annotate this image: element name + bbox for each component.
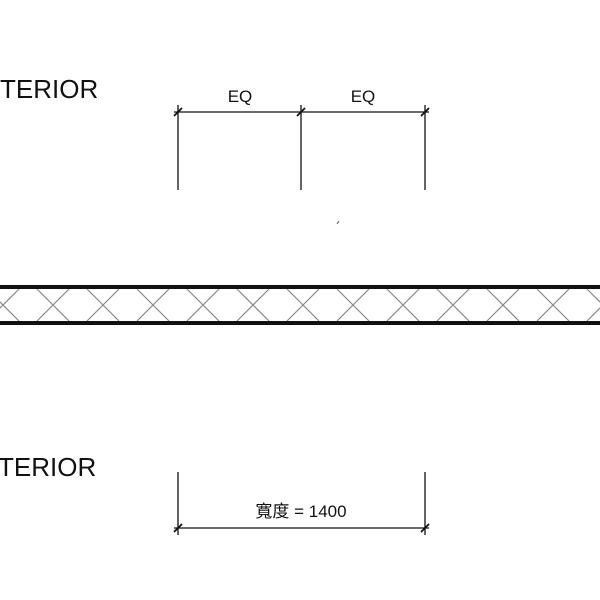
hatch-stroke <box>586 288 600 303</box>
hatch-stroke <box>0 288 20 309</box>
hatch-stroke <box>36 288 70 322</box>
stray-mark <box>336 220 340 225</box>
hatch-stroke <box>386 288 420 322</box>
hatch-stroke <box>536 288 570 322</box>
exterior-label: TERIOR <box>0 74 98 104</box>
hatch-stroke <box>86 288 120 322</box>
tick-mark <box>296 107 306 117</box>
hatch-stroke <box>336 288 370 322</box>
tick-mark <box>173 523 183 533</box>
width-dimension-text[interactable]: 寬度 = 1400 <box>255 502 346 521</box>
wall[interactable] <box>0 285 600 325</box>
hatch-stroke <box>136 288 170 322</box>
dimension-text-eq-2[interactable]: EQ <box>351 87 376 106</box>
hatch-stroke <box>436 288 470 322</box>
bottom-dimension[interactable] <box>173 472 430 535</box>
dimension-text-eq-1[interactable]: EQ <box>228 87 253 106</box>
wall-hatch <box>0 288 600 322</box>
hatch-stroke <box>236 288 270 322</box>
tick-mark <box>420 107 430 117</box>
hatch-stroke <box>286 288 320 322</box>
hatch-stroke <box>586 307 600 322</box>
top-dimension[interactable] <box>173 105 430 190</box>
hatch-stroke <box>486 288 520 322</box>
tick-mark <box>173 107 183 117</box>
hatch-stroke <box>186 288 220 322</box>
tick-mark <box>420 523 430 533</box>
interior-label: TERIOR <box>0 452 96 482</box>
